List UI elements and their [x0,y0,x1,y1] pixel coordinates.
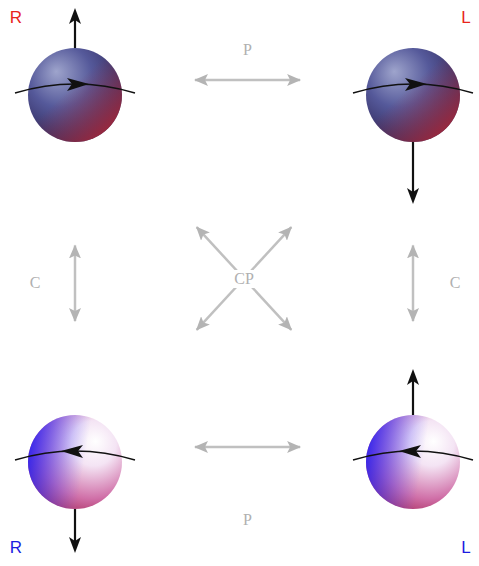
particle-sphere: L [366,48,460,142]
particle-sphere: R [28,415,122,509]
symmetry-arrow [195,79,300,82]
handedness-label: L [461,8,470,28]
spin-arrow [74,18,76,48]
spin-arrow [412,379,414,415]
symmetry-label: C [448,274,463,292]
rotation-arrowhead [61,445,83,458]
spin-arrowhead [407,188,419,204]
handedness-label: R [10,8,22,28]
spin-arrowhead [69,8,81,24]
symmetry-label: P [241,41,254,59]
sphere-illustration [28,415,122,509]
particle-sphere: R [28,48,122,142]
spin-arrow [74,509,76,543]
symmetry-arrow [195,446,300,449]
spin-arrow [412,142,414,194]
rotation-arrowhead [67,78,89,91]
sphere-illustration [28,48,122,142]
symmetry-label: CP [232,270,256,288]
sphere-illustration [366,48,460,142]
spin-arrowhead [69,537,81,553]
symmetry-arrow [412,245,415,321]
symmetry-label: C [28,274,43,292]
rotation-arrowhead [399,445,421,458]
symmetry-label: P [241,511,254,529]
sphere-illustration [366,415,460,509]
symmetry-arrow [197,227,292,330]
particle-sphere: L [366,415,460,509]
symmetry-arrow [197,227,292,330]
symmetry-arrow [74,245,77,321]
handedness-label: R [10,538,22,558]
rotation-arrowhead [405,78,427,91]
handedness-label: L [461,538,470,558]
spin-arrowhead [407,369,419,385]
